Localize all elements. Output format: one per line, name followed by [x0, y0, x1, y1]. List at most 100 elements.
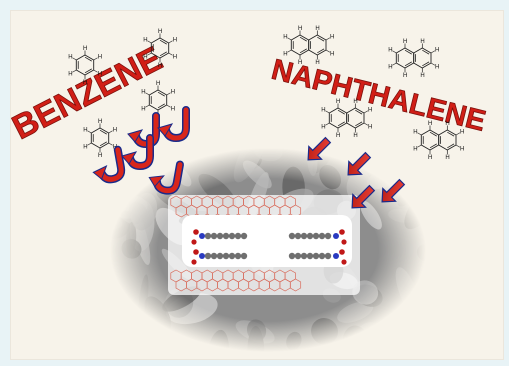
sem-flake [385, 333, 418, 364]
sem-flake [319, 164, 342, 190]
carbon-atom [288, 252, 296, 260]
oxygen-atom [341, 259, 347, 265]
sem-flake [90, 298, 121, 328]
carbon-atom [306, 232, 314, 240]
guest-molecule-right [288, 229, 347, 265]
framework-channel [168, 195, 360, 295]
ring-bond [75, 54, 95, 76]
hydrogen-label: H [98, 119, 102, 125]
sem-flake [395, 267, 421, 317]
ring-bond [413, 47, 432, 69]
ring-bond [148, 89, 168, 111]
ch-bond [363, 122, 369, 126]
carbon-atom [216, 252, 224, 260]
oxygen-atom [191, 259, 197, 265]
hydrogen-label: H [353, 99, 357, 105]
hydrogen-label: H [420, 73, 424, 79]
double-bond [429, 131, 437, 137]
sem-flake [286, 331, 302, 351]
ch-bond [108, 142, 113, 146]
oxygen-atom [341, 239, 347, 245]
oxygen-atom [193, 229, 199, 235]
double-bond [159, 39, 167, 45]
hydrogen-label: H [113, 128, 117, 134]
oxygen-atom [191, 239, 197, 245]
hydrogen-label: H [435, 65, 439, 71]
guest-molecule-left [191, 229, 248, 265]
double-bond [84, 56, 92, 62]
double-bond [447, 143, 455, 149]
ch-bond [455, 144, 461, 148]
ch-bond [430, 62, 436, 66]
hydrogen-label: H [336, 99, 340, 105]
ch-bond [166, 104, 171, 108]
hydrogen-label: H [298, 60, 302, 66]
ch-bond [287, 37, 292, 41]
double-bond [157, 103, 165, 109]
carbon-atom [324, 232, 332, 240]
hydrogen-label: H [368, 125, 372, 131]
ch-bond [392, 62, 397, 66]
ch-bond [145, 104, 150, 108]
hydrogen-label: H [336, 133, 340, 139]
ch-bond [363, 110, 369, 114]
nitrogen-atom [199, 233, 205, 239]
ring-bond [290, 34, 310, 56]
nitrogen-atom [333, 253, 339, 259]
carbon-atom [312, 252, 320, 260]
sem-flake [311, 318, 338, 345]
ch-bond [93, 57, 98, 61]
double-bond [355, 109, 363, 115]
hydrogen-label: H [158, 29, 162, 35]
carbon-atom [312, 232, 320, 240]
carbon-atom [210, 232, 218, 240]
hydrogen-label: H [156, 81, 160, 87]
hydrogen-label: H [283, 52, 287, 58]
carbon-atom [324, 252, 332, 260]
hydrogen-label: H [445, 155, 449, 161]
hydrogen-label: H [315, 60, 319, 66]
hydrogen-label: H [83, 128, 87, 134]
nitrogen-atom [333, 233, 339, 239]
lattice-hexagon [289, 278, 302, 292]
hydrogen-label: H [158, 63, 162, 69]
hydrogen-label: H [368, 108, 372, 114]
hydrogen-label: H [420, 39, 424, 45]
sem-flake [92, 230, 108, 265]
hydrogen-label: H [428, 121, 432, 127]
sem-flake [144, 296, 172, 334]
hydrogen-label: H [83, 46, 87, 52]
hydrogen-label: H [98, 55, 102, 61]
double-bond [99, 141, 107, 147]
carbon-atom [240, 232, 248, 240]
ch-bond [147, 40, 152, 44]
ch-bond [325, 110, 330, 114]
carbon-atom [318, 232, 326, 240]
hydrogen-label: H [173, 55, 177, 61]
straight-arrow-icon [381, 178, 406, 203]
hydrogen-label: H [143, 55, 147, 61]
hydrogen-label: H [298, 26, 302, 32]
double-bond [299, 48, 307, 54]
hook-arrow-icon [148, 160, 184, 195]
hook-arrow-icon [157, 106, 190, 143]
sem-flake [416, 244, 436, 262]
carbon-atom [234, 252, 242, 260]
sem-flake [233, 130, 266, 183]
sem-flake [418, 258, 436, 290]
sem-flake [397, 189, 413, 207]
sem-flake [312, 140, 335, 174]
double-bond [99, 129, 107, 135]
ch-bond [417, 144, 422, 148]
sem-flake [337, 301, 374, 323]
hydrogen-label: H [353, 133, 357, 139]
ch-bond [325, 49, 331, 53]
hydrogen-label: H [98, 72, 102, 78]
hydrogen-label: H [321, 108, 325, 114]
ring-bond [395, 47, 415, 69]
carbon-atom [204, 232, 212, 240]
ch-bond [417, 132, 422, 136]
hydrogen-label: H [445, 121, 449, 127]
hydrogen-label: H [173, 38, 177, 44]
double-bond [429, 143, 437, 149]
